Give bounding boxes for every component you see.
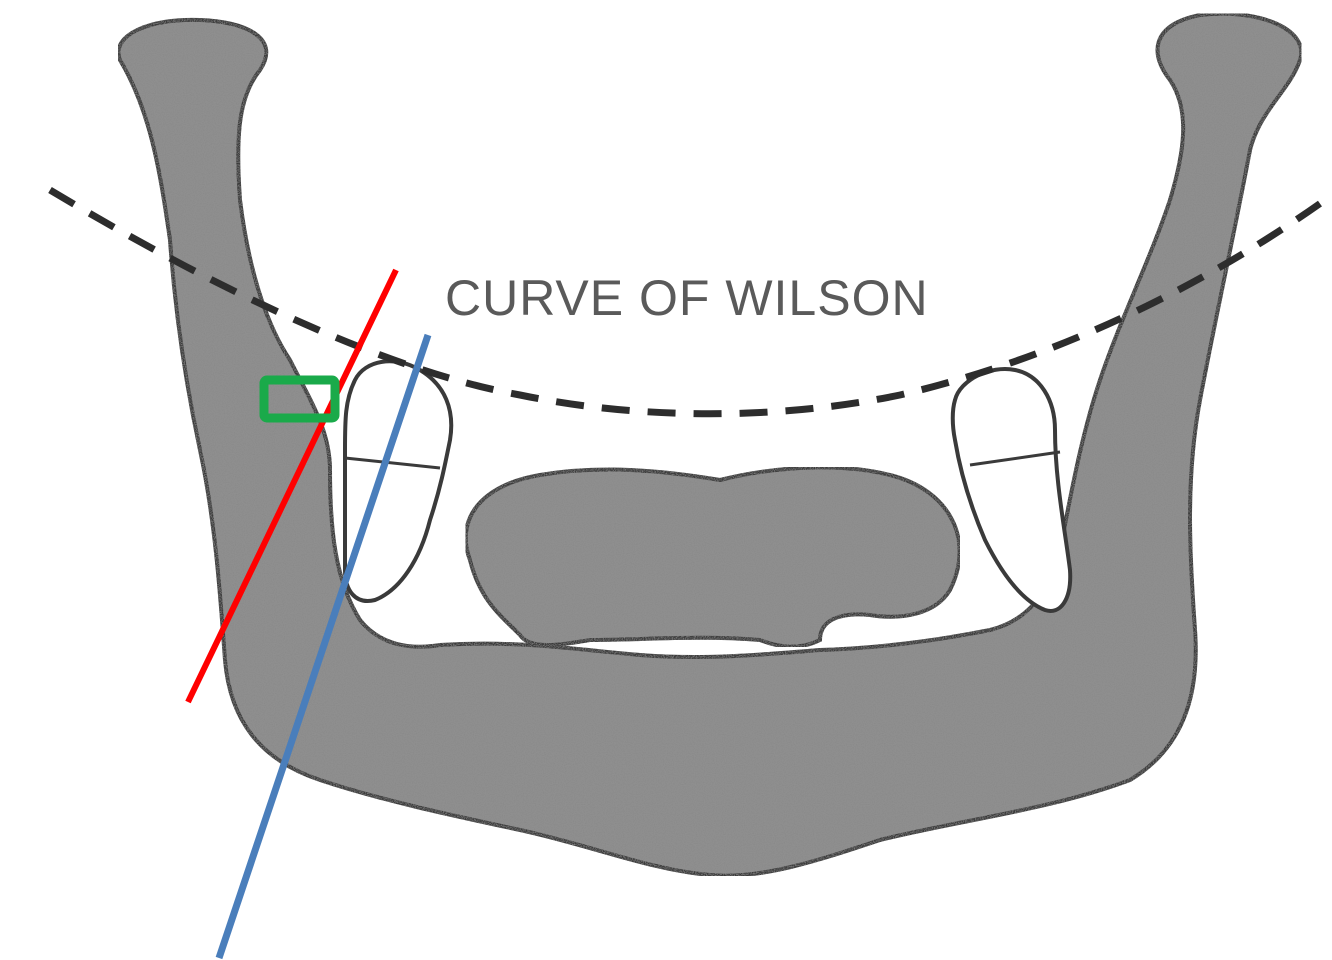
tongue-mass [466, 467, 960, 646]
right-molar [953, 369, 1070, 611]
mandible-bone [118, 14, 1301, 876]
left-molar [345, 361, 451, 601]
curve-of-wilson-label: CURVE OF WILSON [445, 270, 929, 326]
